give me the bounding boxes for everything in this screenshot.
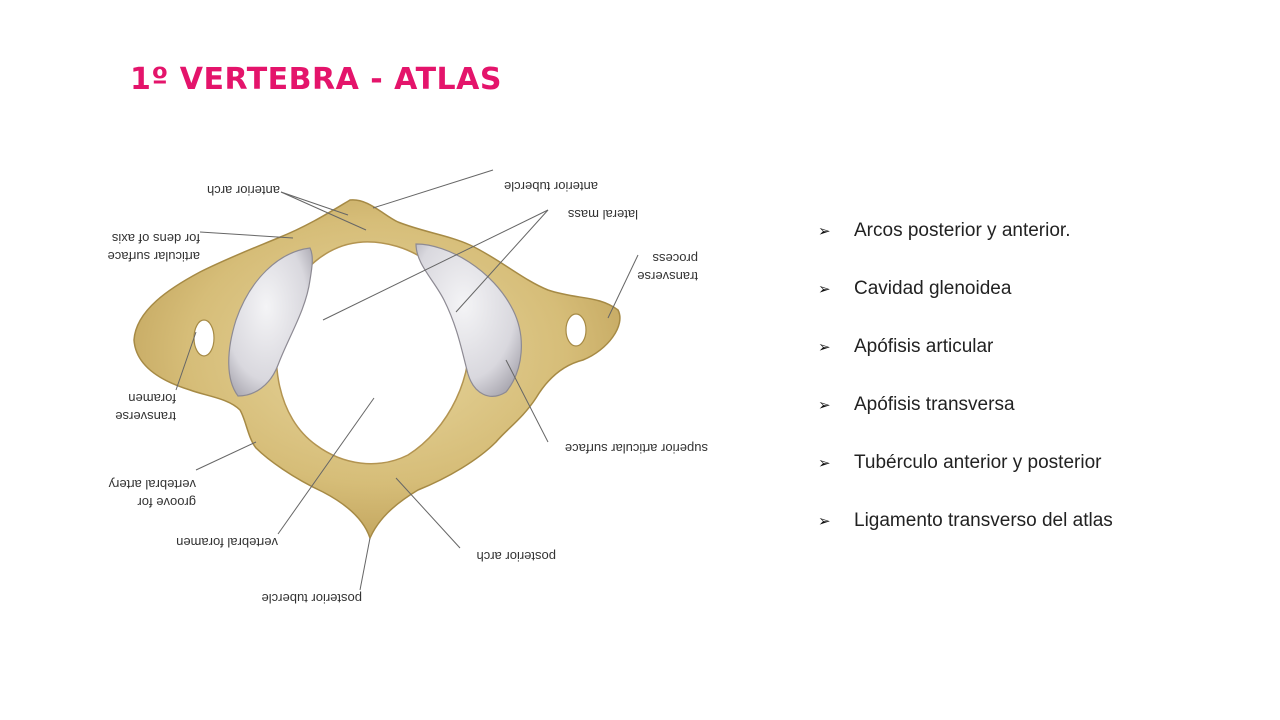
right-superior-articular-facet <box>415 243 522 397</box>
label-anterior-tubercle: anterior tubercle <box>504 179 598 194</box>
slide-title: 1º VERTEBRA - ATLAS <box>130 62 502 97</box>
atlas-vertebra-illustration: anterior tubercle anterior arch lateral … <box>108 169 708 606</box>
label-anterior-arch: anterior arch <box>207 183 280 198</box>
label-posterior-tubercle: posterior tubercle <box>262 591 362 606</box>
arrowhead-icon: ➢ <box>818 281 831 298</box>
arrowhead-icon: ➢ <box>818 397 831 414</box>
label-transverse-process-1: transverse <box>637 269 698 284</box>
label-articular-surface-2: for dens of axis <box>111 231 200 246</box>
label-vertebral-foramen: vertebral foramen <box>176 535 278 550</box>
label-articular-surface-1: articular surface <box>108 249 200 264</box>
arrowhead-icon: ➢ <box>818 223 831 240</box>
bullet-text: Apófisis transversa <box>854 394 1015 415</box>
bullet-item: ➢ Cavidad glenoidea <box>818 270 1113 308</box>
bullet-text: Cavidad glenoidea <box>854 278 1012 299</box>
bullet-text: Apófisis articular <box>854 336 994 357</box>
label-transverse-foramen-1: transverse <box>115 409 176 424</box>
bullet-item: ➢ Apófisis articular <box>818 328 1113 366</box>
label-superior-articular-surface: superior articular surface <box>565 441 708 456</box>
bullet-item: ➢ Ligamento transverso del atlas <box>818 502 1113 540</box>
label-groove-2: vertebral artery <box>108 477 196 492</box>
left-transverse-foramen <box>193 319 215 357</box>
atlas-vertebra-figure: anterior tubercle anterior arch lateral … <box>78 160 728 620</box>
label-lateral-mass: lateral mass <box>567 207 638 222</box>
bullet-text: Ligamento transverso del atlas <box>854 510 1113 531</box>
bullet-text: Tubérculo anterior y posterior <box>854 452 1102 473</box>
left-superior-articular-facet <box>228 247 313 397</box>
figure-labels: anterior tubercle anterior arch lateral … <box>108 179 708 606</box>
arrowhead-icon: ➢ <box>818 455 831 472</box>
label-transverse-foramen-2: foramen <box>128 391 176 406</box>
label-transverse-process-2: process <box>652 251 698 266</box>
arrowhead-icon: ➢ <box>818 513 831 530</box>
right-transverse-foramen <box>565 313 587 347</box>
label-groove-1: groove for <box>137 495 196 510</box>
label-posterior-arch: posterior arch <box>477 549 556 564</box>
bullet-item: ➢ Tubérculo anterior y posterior <box>818 444 1113 482</box>
bullet-item: ➢ Apófisis transversa <box>818 386 1113 424</box>
arrowhead-icon: ➢ <box>818 339 831 356</box>
bullet-item: ➢ Arcos posterior y anterior. <box>818 212 1113 250</box>
leader-lines <box>175 169 639 591</box>
bullet-list: ➢ Arcos posterior y anterior. ➢ Cavidad … <box>818 212 1113 560</box>
bullet-text: Arcos posterior y anterior. <box>854 220 1071 241</box>
